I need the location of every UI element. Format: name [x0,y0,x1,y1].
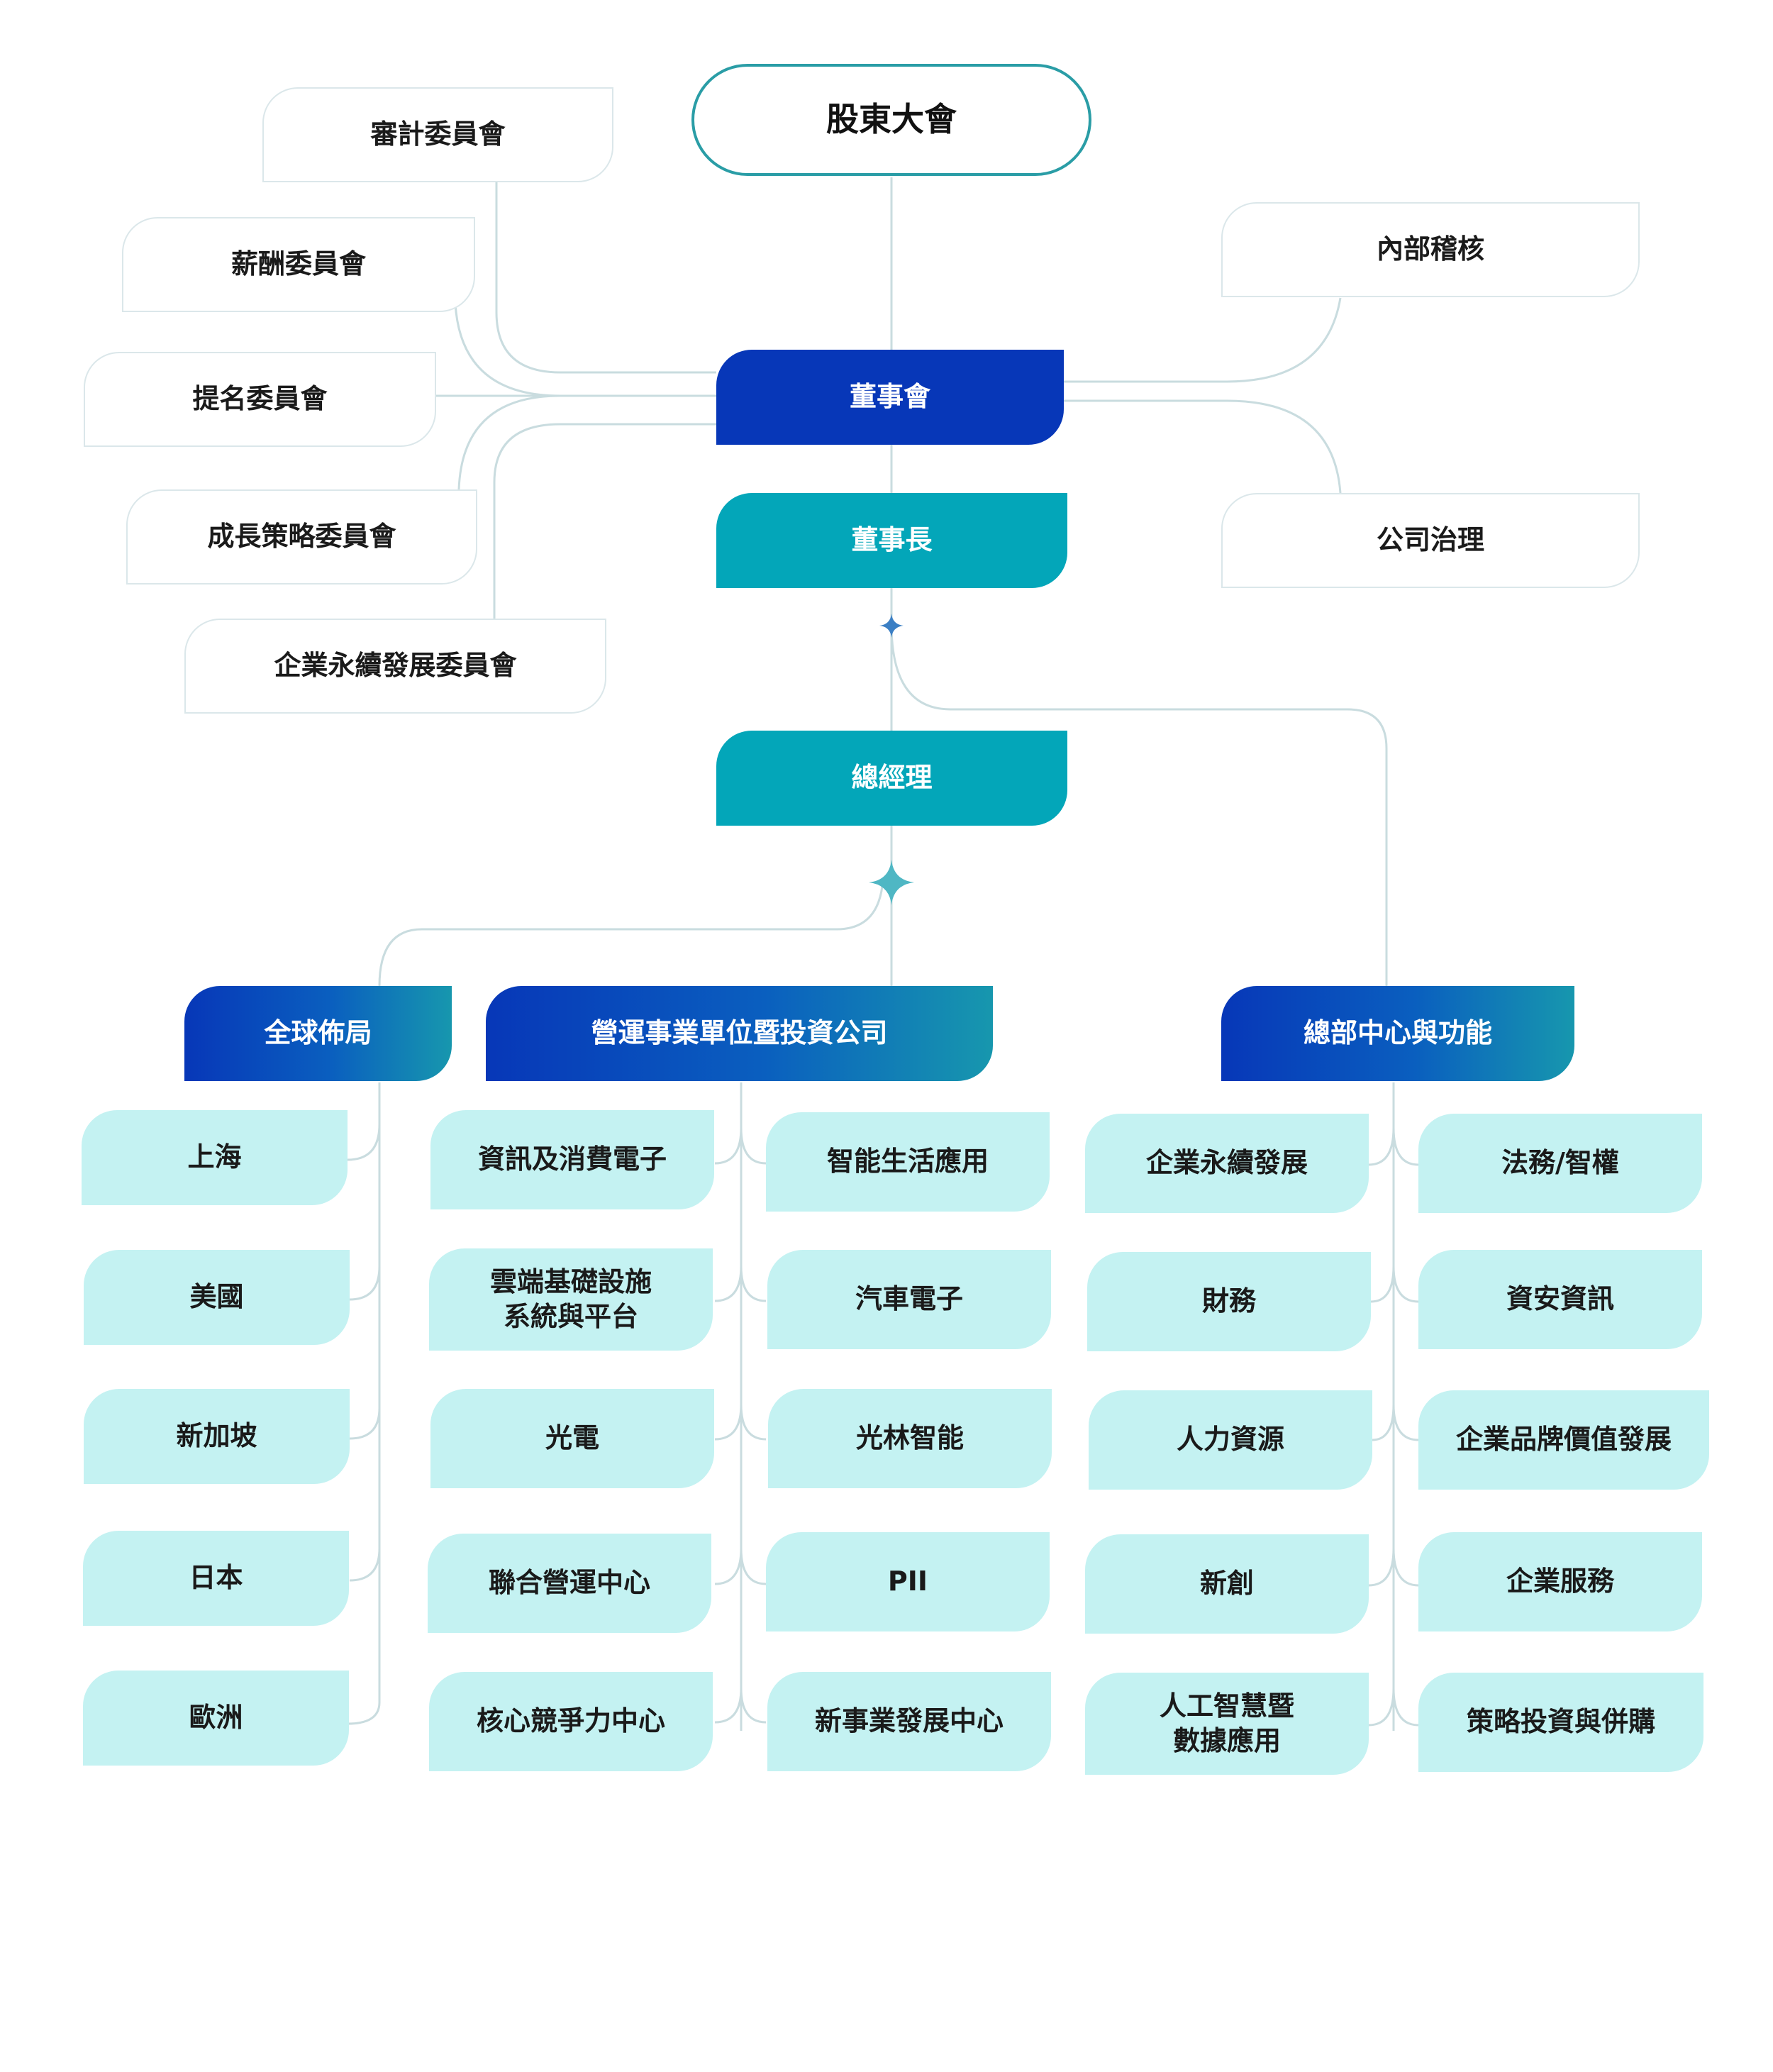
leaf-ops-core-competence: 核心競爭力中心 [429,1672,713,1771]
leaf-hq-startup: 新創 [1085,1534,1369,1634]
leaf-ops-cloud: 雲端基礎設施 系統與平台 [429,1248,713,1351]
leaf-hq-sustainability: 企業永續發展 [1085,1114,1369,1213]
node-global-layout: 全球佈局 [184,986,452,1081]
node-operations-business-units: 營運事業單位暨投資公司 [486,986,993,1081]
node-internal-audit: 內部稽核 [1221,202,1640,297]
leaf-singapore: 新加坡 [84,1389,350,1484]
sparkle-icon [879,614,904,638]
leaf-hq-security-it: 資安資訊 [1418,1250,1702,1349]
node-chairman: 董事長 [716,493,1067,588]
leaf-usa: 美國 [84,1250,350,1345]
leaf-hq-legal-ip: 法務/智權 [1418,1114,1702,1213]
leaf-ops-new-business: 新事業發展中心 [767,1672,1051,1771]
node-president: 總經理 [716,731,1067,826]
leaf-hq-strategic-investment: 策略投資與併購 [1418,1673,1703,1772]
leaf-hq-human-resources: 人力資源 [1089,1390,1372,1490]
node-shareholders-meeting: 股東大會 [691,64,1091,176]
leaf-hq-brand-value: 企業品牌價值發展 [1418,1390,1709,1490]
leaf-ops-it-consumer: 資訊及消費電子 [430,1110,714,1209]
leaf-ops-smart-living: 智能生活應用 [766,1112,1050,1212]
node-corporate-governance: 公司治理 [1221,493,1640,588]
leaf-hq-ai-data: 人工智慧暨 數據應用 [1085,1673,1369,1775]
sparkle-icon [869,860,914,905]
node-growth-strategy-committee: 成長策略委員會 [126,489,477,585]
leaf-shanghai: 上海 [82,1110,348,1205]
node-hq-centers-functions: 總部中心與功能 [1221,986,1574,1081]
leaf-hq-finance: 財務 [1087,1252,1371,1351]
node-nomination-committee: 提名委員會 [84,352,436,447]
leaf-ops-optoelectronics: 光電 [430,1389,714,1488]
node-remuneration-committee: 薪酬委員會 [122,217,475,312]
node-audit-committee: 審計委員會 [262,87,613,182]
leaf-japan: 日本 [83,1531,349,1626]
leaf-hq-corporate-services: 企業服務 [1418,1532,1702,1631]
leaf-europe: 歐洲 [83,1671,349,1766]
leaf-ops-pii: PII [766,1532,1050,1631]
leaf-ops-guanglin: 光林智能 [768,1389,1052,1488]
leaf-ops-joint-operations: 聯合營運中心 [428,1534,711,1633]
node-board-of-directors: 董事會 [716,350,1064,445]
leaf-ops-automotive: 汽車電子 [767,1250,1051,1349]
node-sustainability-committee: 企業永續發展委員會 [184,619,606,714]
